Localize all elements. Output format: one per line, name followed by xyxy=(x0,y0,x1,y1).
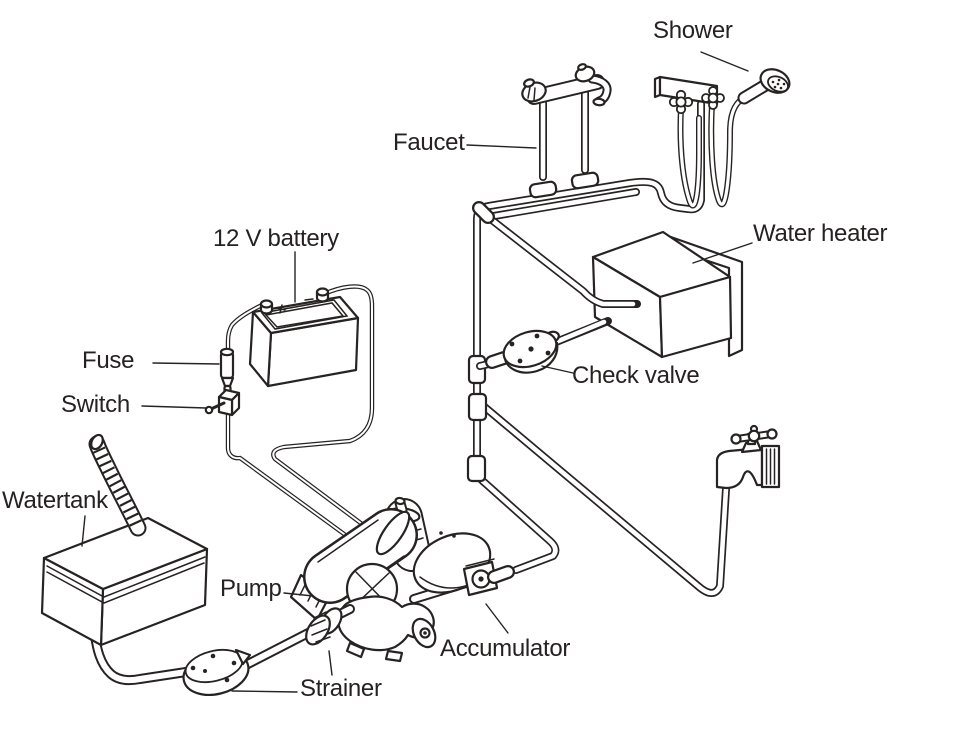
label-pump: Pump xyxy=(220,575,282,602)
accumulator-port-block xyxy=(462,558,499,597)
filler-hose xyxy=(88,433,147,537)
shower-hose xyxy=(677,94,749,209)
fuse xyxy=(219,347,235,395)
label-accumulator: Accumulator xyxy=(440,635,571,662)
toggle-switch xyxy=(204,388,241,417)
watertank xyxy=(40,433,209,647)
toggle-lever-ball xyxy=(204,405,214,415)
minus-mark xyxy=(304,298,314,301)
plus-mark xyxy=(276,304,286,314)
label-strainer: Strainer xyxy=(300,675,382,702)
label-fuse: Fuse xyxy=(82,347,135,374)
label-faucet: Faucet xyxy=(393,129,465,156)
label-battery: 12 V battery xyxy=(213,225,339,252)
spigot-cross-handle xyxy=(730,424,778,445)
battery-terminal-positive xyxy=(315,287,330,303)
spigot xyxy=(715,424,781,490)
label-switch: Switch xyxy=(61,391,130,418)
label-check-valve: Check valve xyxy=(572,362,700,389)
shower-valve-left xyxy=(668,89,694,115)
strainer-pot xyxy=(182,648,252,696)
shower-head xyxy=(737,68,791,105)
pump-head xyxy=(337,562,437,663)
pump-inlet-fitting xyxy=(305,604,355,646)
wiring xyxy=(225,284,375,537)
battery-terminal-negative xyxy=(259,299,274,315)
faucet-handle-right xyxy=(574,63,596,83)
check-valve-body xyxy=(485,329,560,374)
faucet-handle-left xyxy=(521,78,547,103)
shower-assembly xyxy=(653,68,791,209)
label-water-heater: Water heater xyxy=(753,220,888,247)
piping xyxy=(89,100,730,686)
faucet-fixture xyxy=(521,63,612,199)
label-shower: Shower xyxy=(653,17,733,44)
water-heater-tank xyxy=(472,201,744,359)
pump xyxy=(289,508,437,663)
shower-valve-right xyxy=(701,86,725,110)
pipe-fittings xyxy=(466,354,506,483)
faucet-spout xyxy=(587,74,612,107)
pump-motor xyxy=(303,508,418,604)
battery-12v xyxy=(248,287,360,388)
leader-lines xyxy=(81,51,753,693)
label-watertank: Watertank xyxy=(2,487,108,514)
